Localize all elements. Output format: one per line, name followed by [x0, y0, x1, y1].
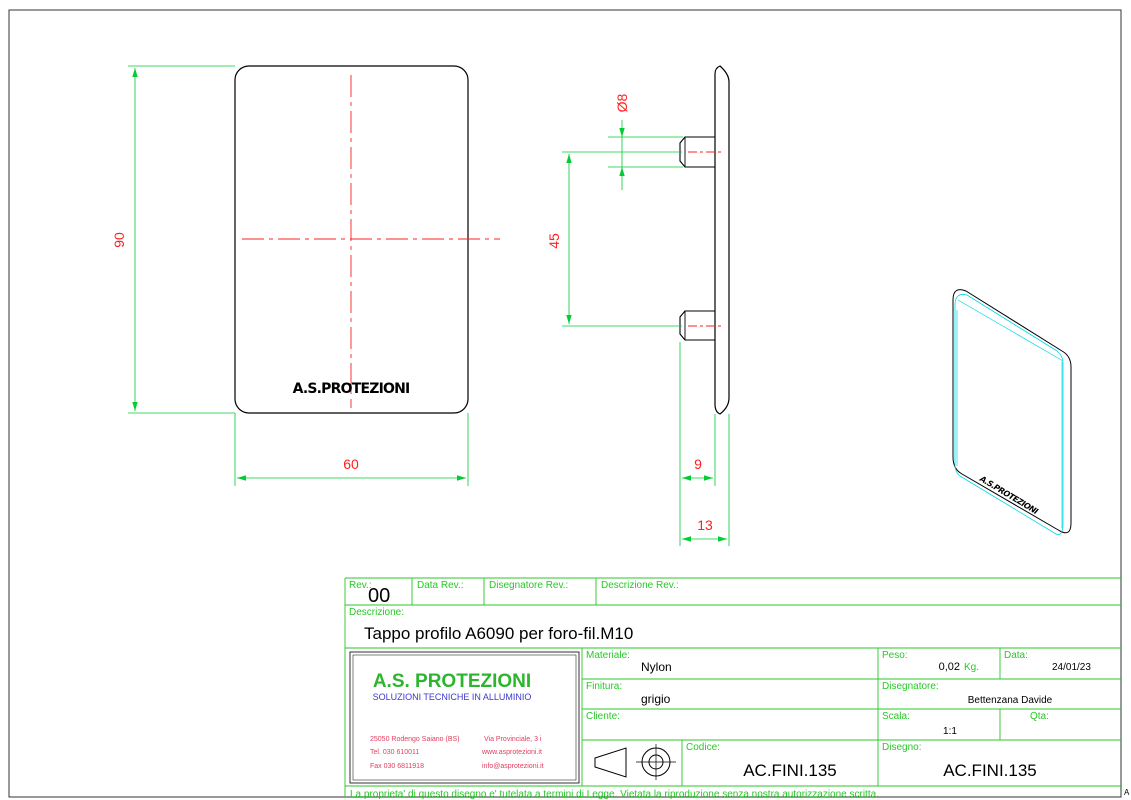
codice-label: Codice: [686, 742, 720, 753]
descrizione-rev-label: Descrizione Rev.: [601, 580, 679, 591]
cliente-label: Cliente: [586, 711, 620, 722]
qta-label: Qta: [1030, 711, 1049, 722]
finitura-label: Finitura: [586, 681, 622, 692]
codice-value: AC.FINI.135 [743, 761, 837, 780]
dim-front-width: 60 [343, 456, 359, 472]
sheet-size-label: A [1124, 788, 1130, 797]
front-view-outline [234, 65, 469, 414]
rev-value: 00 [368, 585, 390, 607]
dimension-13: 13 [679, 414, 730, 546]
peso-unit: Kg. [964, 662, 979, 673]
data-rev-label: Data Rev.: [417, 580, 464, 591]
dim-pin-spacing: 45 [546, 233, 562, 249]
dim-front-height: 90 [111, 232, 127, 248]
front-brand-mark: A.S.PROTEZIONI [293, 381, 410, 397]
isometric-view: A.S.PROTEZIONI [952, 289, 1072, 536]
dimension-d8: Ø8 [608, 93, 683, 190]
dimension-45: 45 [546, 151, 682, 327]
company-address-city: 25050 Rodengo Saiano (BS) [370, 736, 460, 743]
descrizione-value: Tappo profilo A6090 per foro-fil.M10 [364, 624, 633, 643]
front-view: A.S.PROTEZIONI [234, 65, 500, 414]
sheet-border [8, 9, 1122, 798]
dimension-60: 60 [234, 413, 469, 486]
materiale-value: Nylon [641, 660, 672, 674]
company-name: A.S. PROTEZIONI [373, 671, 531, 692]
materiale-label: Materiale: [586, 650, 630, 661]
company-web: www.asprotezioni.it [481, 749, 542, 756]
title-block [344, 577, 1121, 797]
side-plate-outline [714, 65, 730, 415]
dimension-90: 90 [111, 65, 235, 414]
side-pin-bottom [679, 310, 715, 341]
descrizione-label: Descrizione: [349, 607, 404, 618]
peso-label: Peso: [882, 650, 908, 661]
dim-depth-pin: 9 [694, 456, 702, 472]
projection-symbol-icon [594, 744, 676, 780]
footer-copyright-note: La proprieta' di questo disegno e' tutel… [350, 789, 879, 800]
company-address-street: Via Provinciale, 3 i [484, 736, 542, 743]
company-tel: Tel. 030 610011 [370, 749, 419, 756]
dim-depth-total: 13 [697, 517, 713, 533]
disegnatore-rev-label: Disegnatore Rev.: [489, 580, 568, 591]
peso-value: 0,02 [939, 661, 960, 673]
company-email: info@asprotezioni.it [482, 763, 544, 770]
scala-value: 1:1 [943, 726, 957, 737]
disegnatore-label: Disegnatore: [882, 681, 939, 692]
dimension-9: 9 [679, 342, 716, 486]
company-logo-box: A.S. PROTEZIONI SOLUZIONI TECNICHE IN AL… [349, 651, 580, 784]
scala-label: Scala: [882, 711, 910, 722]
company-tagline: SOLUZIONI TECNICHE IN ALLUMINIO [373, 692, 532, 702]
data-label: Data: [1004, 650, 1028, 661]
disegnatore-value: Bettenzana Davide [968, 695, 1053, 706]
company-fax: Fax 030 6811918 [370, 763, 424, 770]
data-value: 24/01/23 [1052, 662, 1091, 673]
rev-label: Rev.: [349, 580, 372, 591]
disegno-label: Disegno: [882, 742, 921, 753]
finitura-value: grigio [641, 692, 671, 706]
iso-brand-mark: A.S.PROTEZIONI [977, 475, 1040, 516]
dim-pin-diameter: Ø8 [614, 93, 630, 112]
side-view [679, 65, 730, 415]
disegno-value: AC.FINI.135 [943, 761, 1037, 780]
